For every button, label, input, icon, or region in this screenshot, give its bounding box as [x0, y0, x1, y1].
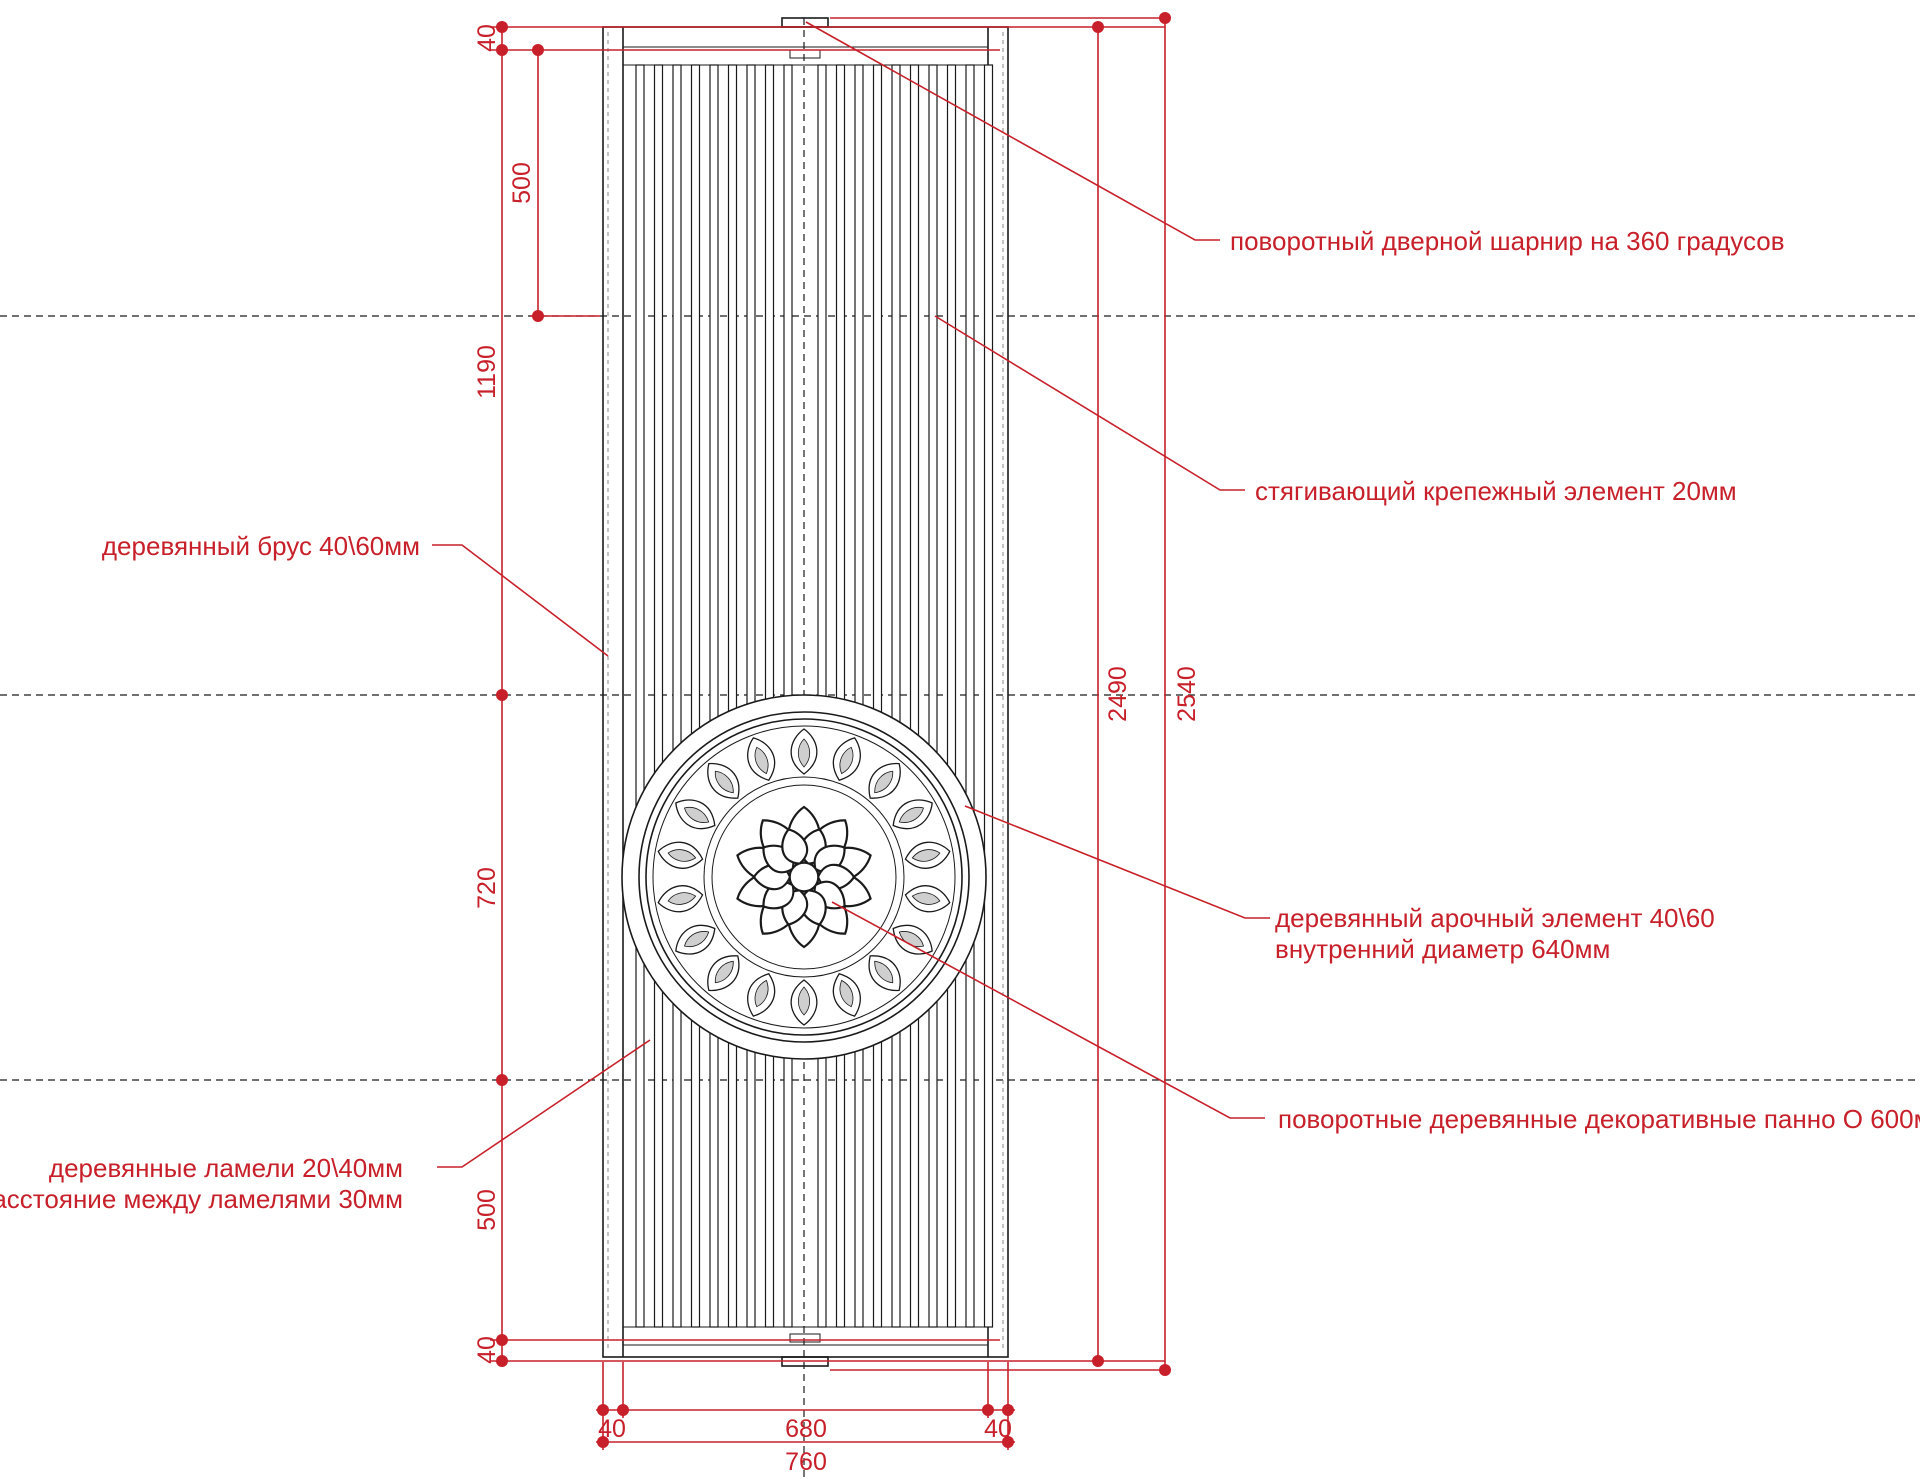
outer-petal [832, 973, 861, 1017]
lamella [872, 64, 883, 1328]
lamella [709, 64, 719, 1328]
callout-labels: поворотный дверной шарнир на 360 градусо… [0, 226, 1920, 1214]
lamella [672, 64, 682, 1328]
outer-petal [747, 737, 776, 781]
lamella [653, 64, 664, 1328]
outer-petal-ring [657, 728, 951, 1026]
dim-middle-span: 720 [473, 867, 501, 909]
outer-petal [675, 799, 716, 830]
label-fastener: стягивающий крепежный элемент 20мм [1255, 476, 1737, 506]
lamella [965, 64, 975, 1328]
bottom-dimensions: 40 680 40 760 [596, 1362, 1015, 1476]
dim-inner-width: 680 [785, 1415, 827, 1443]
flower-petal [781, 828, 809, 865]
lamella [909, 64, 920, 1328]
label-lamellas-line2: расстояние между ламелями 30мм [0, 1184, 403, 1214]
label-panels: поворотные деревянные декоративные панно… [1278, 1104, 1920, 1134]
reference-lines [0, 18, 1920, 1479]
outer-petal [904, 841, 951, 869]
dim-total-width: 760 [785, 1448, 827, 1476]
lamella [946, 64, 957, 1328]
outer-petal [657, 885, 704, 913]
outer-petal [747, 973, 776, 1017]
label-hinge: поворотный дверной шарнир на 360 градусо… [1230, 226, 1785, 256]
label-arch-line1: деревянный арочный элемент 40\60 [1275, 903, 1715, 933]
outer-petal [832, 737, 861, 781]
inner-flower [736, 805, 872, 949]
outer-petal [904, 885, 951, 913]
outer-petal [707, 762, 740, 799]
lamella [854, 64, 864, 1328]
lamella [764, 64, 775, 1328]
lamella [635, 64, 645, 1328]
lamellas [635, 64, 994, 1328]
outer-petal [675, 924, 716, 955]
outer-petal [657, 841, 704, 869]
label-arch-line2: внутренний диаметр 640мм [1275, 934, 1610, 964]
dim-top-segment: 500 [508, 162, 536, 204]
outer-petal [892, 799, 933, 830]
lamella [727, 64, 738, 1328]
decorative-roundel [621, 694, 987, 1060]
dim-bottom-segment: 500 [473, 1189, 501, 1231]
lamella [746, 64, 756, 1328]
lamella [835, 64, 846, 1328]
outer-petal [790, 728, 818, 775]
left-dimensions: 40 500 1190 720 500 40 [473, 21, 1165, 1367]
label-beam: деревянный брус 40\60мм [102, 531, 420, 561]
right-dimensions: 2490 2540 [830, 12, 1201, 1376]
dim-left-post: 40 [598, 1415, 626, 1443]
lamella [928, 64, 938, 1328]
lamella [983, 64, 994, 1328]
dim-right-post: 40 [984, 1415, 1012, 1443]
dim-total-height: 2540 [1173, 666, 1201, 722]
dim-top-margin: 40 [473, 24, 501, 52]
outer-petal [790, 979, 818, 1026]
lamella [891, 64, 901, 1328]
outer-petal [868, 955, 901, 992]
label-lamellas-line1: деревянные ламели 20\40мм [49, 1153, 403, 1183]
outer-petal [868, 762, 901, 799]
outer-petal [707, 955, 740, 992]
leader-lines [432, 21, 1270, 1168]
lamella [690, 64, 701, 1328]
dim-inner-height: 2490 [1104, 666, 1132, 722]
dim-bottom-margin: 40 [473, 1336, 501, 1364]
dim-upper-span: 1190 [473, 345, 501, 399]
